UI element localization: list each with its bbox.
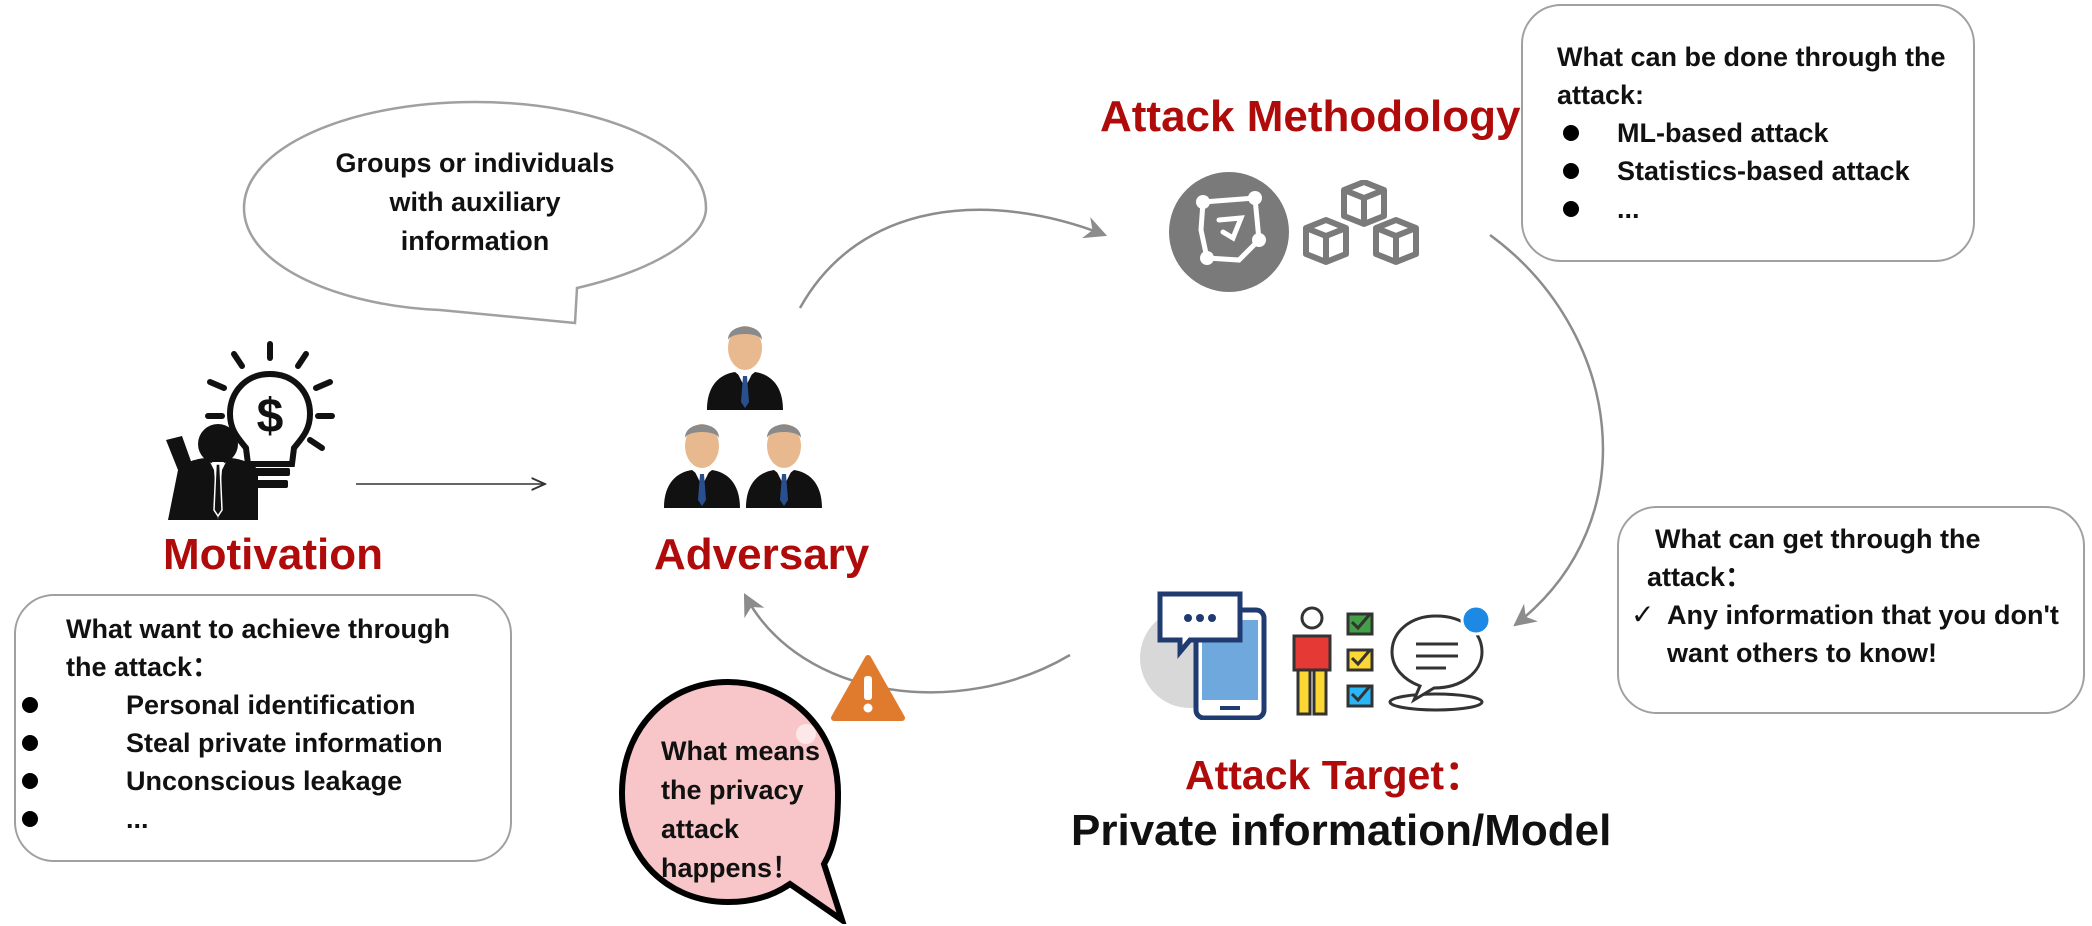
speech-bubble-text: Groups or individuals with auxiliary inf… [335, 148, 615, 256]
target-subtitle: Private information/Model [1071, 806, 1612, 855]
list-item: Steal private information [16, 724, 490, 762]
methodology-title: Attack Methodology [1100, 92, 1521, 141]
list-item: ... [1557, 190, 1953, 228]
speech-bubble-shape [242, 100, 708, 325]
target-box-heading-2: attack： [1647, 562, 1753, 592]
methodology-list: ML-based attack Statistics-based attack … [1557, 114, 1953, 228]
methodology-box: What can be done through the attack: ML-… [1521, 4, 1975, 262]
person-checklist-icon [1292, 606, 1374, 716]
check-icon: ✓ [1631, 599, 1655, 630]
motivation-box-heading-2: the attack： [66, 652, 220, 682]
people-group-icon [664, 326, 822, 508]
methodology-box-heading-2: attack: [1557, 80, 1645, 110]
target-box: What can get through the attack： ✓ Any i… [1617, 506, 2085, 714]
target-box-heading-1: What can get through the [1655, 524, 1981, 554]
ai-network-icon [1169, 172, 1289, 292]
warning-icon [831, 655, 905, 721]
list-item: Unconscious leakage [16, 762, 490, 800]
target-title: Attack Target： [1185, 752, 1485, 798]
list-item: Statistics-based attack [1557, 152, 1953, 190]
list-item: ML-based attack [1557, 114, 1953, 152]
arrow-adversary-to-methodology [798, 208, 1108, 309]
svg-text:$: $ [257, 390, 284, 443]
adversary-title: Adversary [654, 530, 870, 579]
warning-bubble-text: What means the privacy attack happens！ [661, 736, 821, 883]
list-item: ... [16, 800, 490, 838]
lightbulb-dollar-icon: $ [166, 341, 335, 520]
motivation-list: Personal identification Steal private in… [6, 686, 490, 838]
motivation-box: What want to achieve through the attack：… [14, 594, 512, 862]
arrow-methodology-to-target [1489, 233, 1605, 627]
list-item: Personal identification [16, 686, 490, 724]
chat-bubble-icon [1388, 604, 1492, 712]
warning-bubble-shape [618, 678, 847, 924]
cubes-icon [1303, 180, 1419, 265]
target-list: ✓ Any information that you don't want ot… [1631, 596, 2063, 672]
list-item: ✓ Any information that you don't want ot… [1631, 596, 2063, 672]
phone-chat-icon [1140, 591, 1267, 720]
businessman-icon [166, 424, 258, 520]
motivation-box-heading-1: What want to achieve through [66, 614, 451, 644]
methodology-box-heading-1: What can be done through the [1557, 42, 1946, 72]
motivation-title: Motivation [163, 530, 383, 579]
